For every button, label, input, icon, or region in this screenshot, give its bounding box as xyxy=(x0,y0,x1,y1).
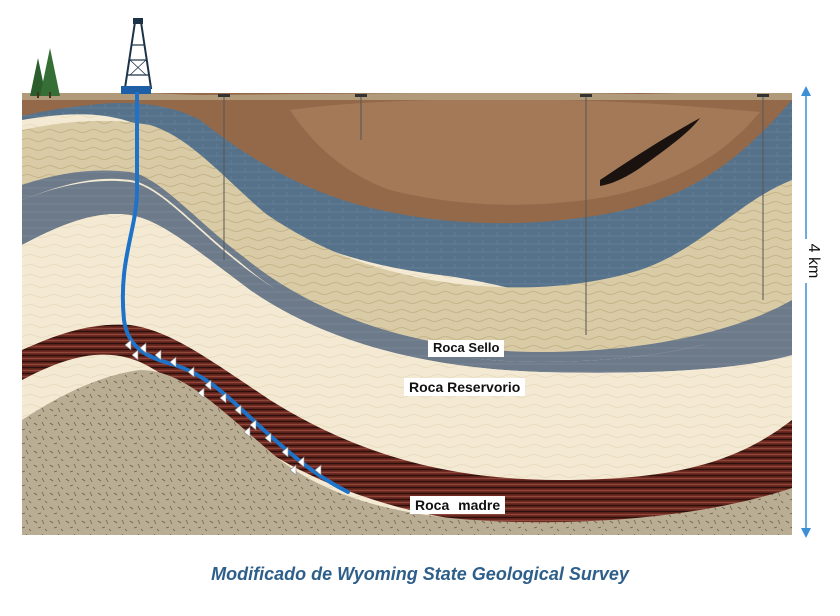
wellhead-2 xyxy=(355,94,367,97)
gray-layer xyxy=(22,158,792,362)
figure-caption: Modificado de Wyoming State Geological S… xyxy=(211,564,629,584)
wellheads xyxy=(218,94,769,97)
ground-surface xyxy=(22,93,792,100)
drilling-rig-icon xyxy=(121,18,153,94)
wellhead-3 xyxy=(580,94,592,97)
brown-inner-lens xyxy=(290,99,760,205)
source-rock-layer xyxy=(22,324,792,535)
lower-blue-layer xyxy=(22,180,792,373)
pine-tree-icon xyxy=(30,48,60,98)
sandstone-layer-middle xyxy=(22,131,792,352)
label-reservoir-rock: Roca Reservorio xyxy=(404,378,526,397)
coal-seam xyxy=(600,118,700,186)
label-seal-rock: Roca Sello xyxy=(428,340,505,357)
scale-label: 4 km xyxy=(804,239,822,283)
strata xyxy=(22,93,792,535)
wellhead-1 xyxy=(218,94,230,97)
basement-layer xyxy=(22,370,792,535)
reservoir-layer xyxy=(22,214,792,480)
fracture-marker-icon xyxy=(124,339,322,476)
label-source-rock: Roca madre xyxy=(410,496,506,515)
wellhead-4 xyxy=(757,94,769,97)
scale-arrow xyxy=(801,86,811,538)
